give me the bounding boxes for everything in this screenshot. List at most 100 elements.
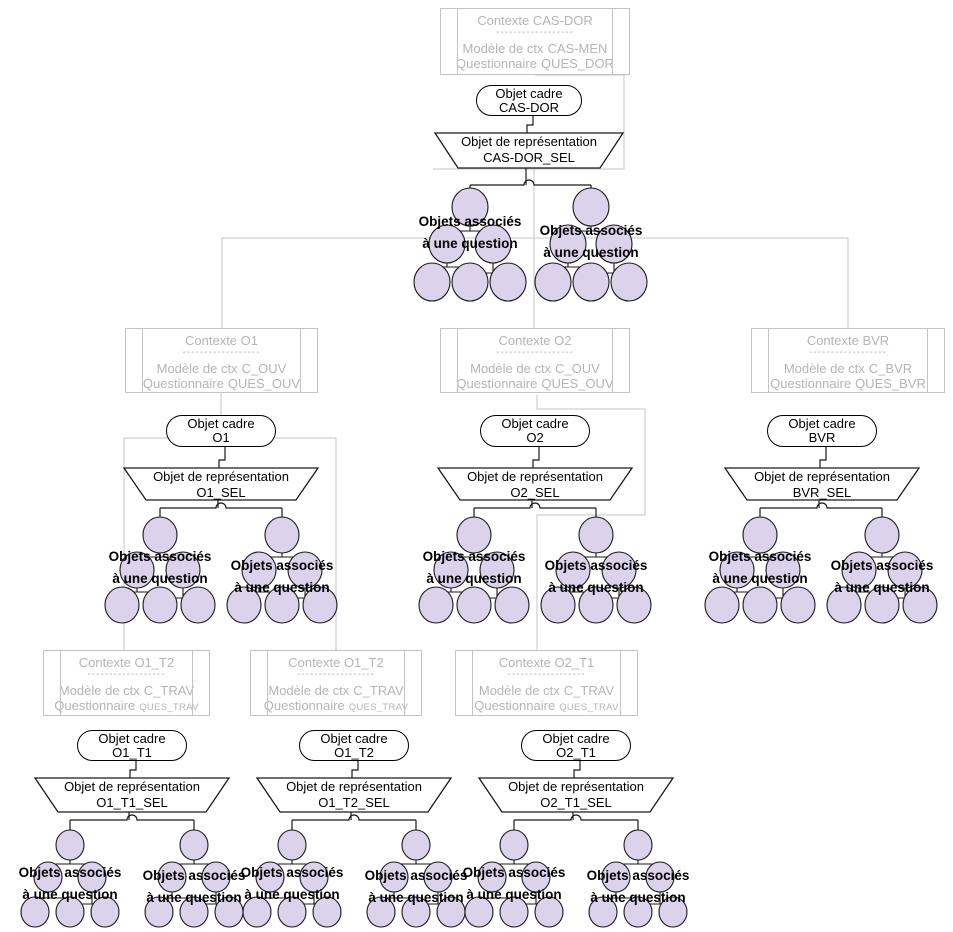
- question-object-circle: [521, 861, 551, 893]
- association-label-line2: à une question: [548, 580, 644, 595]
- frame-object-label: Objet cadre: [495, 85, 563, 101]
- question-object-circle: [658, 896, 688, 928]
- question-object-circle: [264, 516, 300, 554]
- association-label-line1: Objets associés: [830, 558, 934, 573]
- context-model-label: Modèle de ctx: [783, 361, 865, 376]
- question-object-circle: [534, 262, 572, 302]
- question-object-circle: [226, 586, 262, 624]
- association-label-line2: à une question: [422, 236, 518, 251]
- context-model-label: Modèle de ctx: [462, 41, 544, 56]
- question-object-circle: [379, 861, 409, 893]
- question-object-circle: [479, 551, 515, 589]
- context-link-line: [536, 395, 646, 650]
- circle-link: [258, 552, 306, 558]
- circle-link: [393, 860, 439, 865]
- representation-label: Objet de représentation: [286, 779, 422, 794]
- question-object-circle: [601, 551, 637, 589]
- context-questionnaire-label: Questionnaire: [54, 698, 136, 713]
- context-model-value: C_TRAV: [143, 683, 195, 698]
- representation-name: O1_T1_SEL: [96, 795, 168, 810]
- association-label-line1: Objets associés: [586, 868, 690, 883]
- representation-trapezoid: [723, 467, 921, 501]
- context-model-value: C_BVR: [868, 361, 913, 376]
- circle-link: [721, 587, 762, 593]
- representation-trapezoid: [436, 467, 634, 501]
- circle-link: [736, 552, 784, 558]
- question-object-circle: [474, 224, 512, 264]
- context-box-o1-t2: Contexte O1_T2------------------Modèle d…: [250, 650, 422, 716]
- context-model-label: Modèle de ctx: [58, 683, 140, 698]
- question-object-circle: [719, 551, 755, 589]
- association-label-line1: Objets associés: [462, 865, 566, 880]
- question-object-circle: [489, 262, 527, 302]
- association-label-line2: à une question: [244, 887, 340, 902]
- context-side-line: [612, 9, 613, 74]
- circle-link: [136, 552, 184, 558]
- context-separator: ------------------: [87, 670, 166, 679]
- representation-split-line: [474, 502, 596, 509]
- representation-trapezoid: [477, 777, 675, 813]
- context-box-o2-t1: Contexte O2_T1------------------Modèle d…: [455, 650, 638, 716]
- question-object-circle: [704, 586, 740, 624]
- question-object-circle: [180, 586, 216, 624]
- context-questionnaire-label: Questionnaire: [770, 376, 852, 391]
- circle-link: [557, 587, 598, 593]
- context-box-o2: Contexte O2------------------Modèle de c…: [440, 328, 630, 393]
- frame-object-name: BVR: [808, 430, 836, 445]
- question-object-circle: [366, 896, 396, 928]
- circle-link: [843, 587, 884, 593]
- context-model-label: Modèle de ctx: [268, 683, 350, 698]
- question-object-circle: [864, 586, 900, 624]
- question-object-circle: [264, 586, 300, 624]
- question-object-circle: [549, 224, 587, 264]
- question-object-circle: [572, 262, 610, 302]
- context-questionnaire-label: Questionnaire: [474, 698, 556, 713]
- circle-link: [380, 892, 418, 899]
- question-object-circle: [841, 551, 877, 589]
- frame-object-name: O1: [212, 430, 230, 445]
- question-object-circle: [456, 516, 492, 554]
- representation-label: Objet de représentation: [508, 779, 644, 794]
- question-object-circle: [142, 516, 178, 554]
- question-object-circle: [255, 861, 285, 893]
- association-label-line1: Objets associés: [422, 549, 526, 564]
- context-box-o1: Contexte O1------------------Modèle de c…: [125, 328, 318, 393]
- cadre-representation-link: [532, 447, 540, 468]
- question-object-circle: [499, 829, 529, 861]
- circle-link: [243, 587, 284, 593]
- question-object-circle: [302, 586, 338, 624]
- question-object-circle: [428, 224, 466, 264]
- circle-link: [158, 892, 196, 899]
- context-title: Contexte O2_T1: [498, 655, 595, 670]
- question-object-circle: [499, 896, 529, 928]
- frame-object-name: O2: [526, 430, 544, 445]
- context-title: Contexte CAS-DOR: [477, 13, 593, 28]
- context-model-value: C_TRAV: [563, 683, 615, 698]
- question-object-circle: [401, 829, 431, 861]
- context-questionnaire-label: Questionnaire: [263, 698, 345, 713]
- circle-link: [491, 860, 537, 865]
- context-side-line: [60, 651, 61, 715]
- question-object-circle: [601, 861, 631, 893]
- cadre-representation-link: [819, 447, 827, 468]
- representation-label: Objet de représentation: [64, 779, 200, 794]
- context-separator: ------------------: [809, 348, 887, 357]
- question-object-circle: [826, 586, 862, 624]
- question-object-circle: [595, 224, 633, 264]
- circle-link: [269, 860, 315, 865]
- association-label-line2: à une question: [834, 580, 930, 595]
